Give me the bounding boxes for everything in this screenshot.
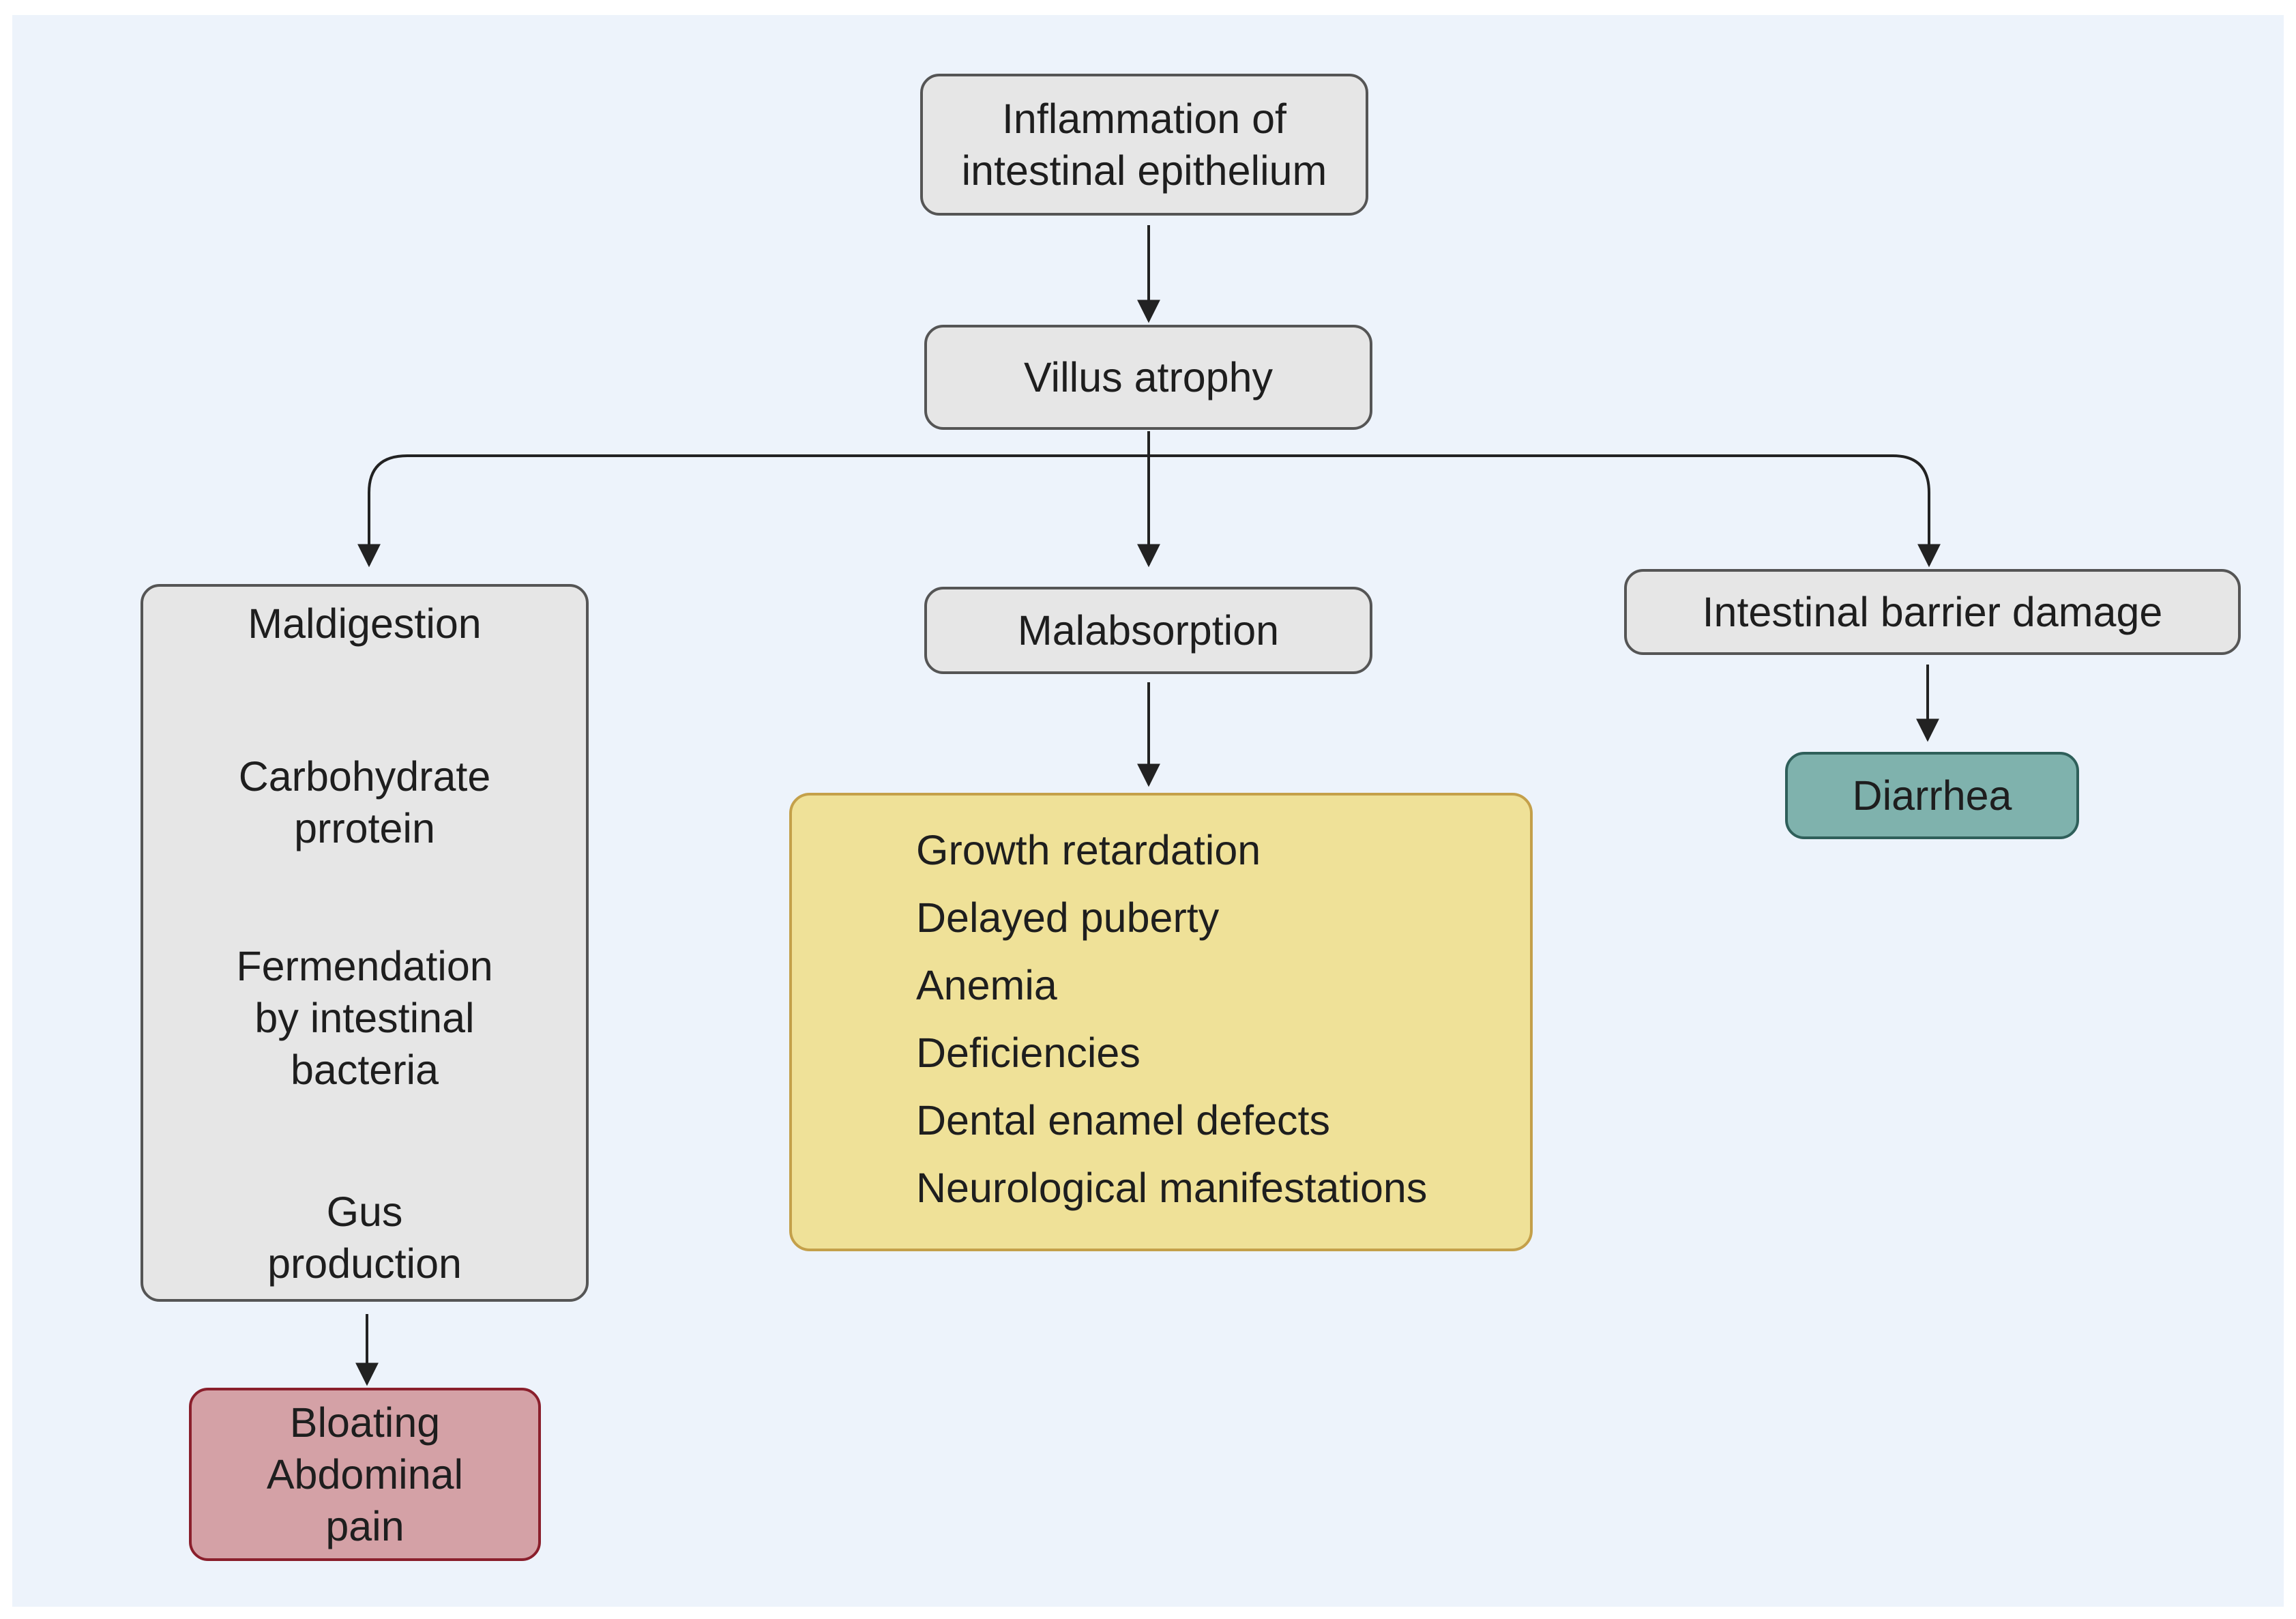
node-diarrhea-label: Diarrhea (1852, 772, 2012, 819)
node-bloating: Bloating Abdominal pain (189, 1388, 541, 1561)
node-bloating-line-3: pain (325, 1503, 404, 1549)
node-carbohydrate: Carbohydrate prrotein (141, 750, 589, 854)
node-inflammation-line-2: intestinal epithelium (961, 147, 1327, 194)
node-maldigestion-label: Maldigestion (248, 600, 482, 647)
node-maldigestion-title: Maldigestion (141, 598, 589, 650)
symptom-item: Neurological manifestations (916, 1165, 1428, 1211)
node-maldigestion-group (141, 584, 589, 1302)
node-symptoms (789, 793, 1533, 1251)
symptom-item: Delayed puberty (916, 894, 1220, 941)
node-diarrhea: Diarrhea (1785, 752, 2079, 839)
node-barrier-damage-label: Intestinal barrier damage (1702, 589, 2163, 635)
node-bloating-line-1: Bloating (289, 1399, 441, 1446)
node-gas-production: Gus production (141, 1186, 589, 1289)
symptom-item: Growth retardation (916, 827, 1261, 873)
node-inflammation-line-1: Inflammation of (1001, 96, 1287, 142)
node-inflammation: Inflammation of intestinal epithelium (920, 74, 1368, 216)
node-fermentation: Fermendation by intestinal bacteria (141, 940, 589, 1096)
node-villus-atrophy-label: Villus atrophy (1023, 354, 1274, 400)
node-barrier-damage: Intestinal barrier damage (1624, 569, 2241, 655)
symptom-item: Dental enamel defects (916, 1097, 1330, 1143)
node-malabsorption-label: Malabsorption (1017, 607, 1280, 654)
node-villus-atrophy: Villus atrophy (924, 325, 1372, 430)
node-gas-line-2: production (267, 1240, 462, 1287)
node-gas-line-1: Gus (326, 1188, 403, 1235)
node-carbohydrate-line-2: prrotein (294, 805, 435, 851)
node-fermentation-line-1: Fermendation (236, 943, 493, 989)
symptom-list: Growth retardation Delayed puberty Anemi… (916, 817, 1427, 1222)
node-fermentation-line-2: by intestinal (254, 995, 475, 1041)
node-bloating-line-2: Abdominal (266, 1451, 464, 1498)
node-fermentation-line-3: bacteria (290, 1047, 439, 1093)
node-malabsorption: Malabsorption (924, 587, 1372, 674)
symptom-item: Anemia (916, 962, 1057, 1008)
node-carbohydrate-line-1: Carbohydrate (238, 753, 491, 800)
symptom-item: Deficiencies (916, 1030, 1140, 1076)
